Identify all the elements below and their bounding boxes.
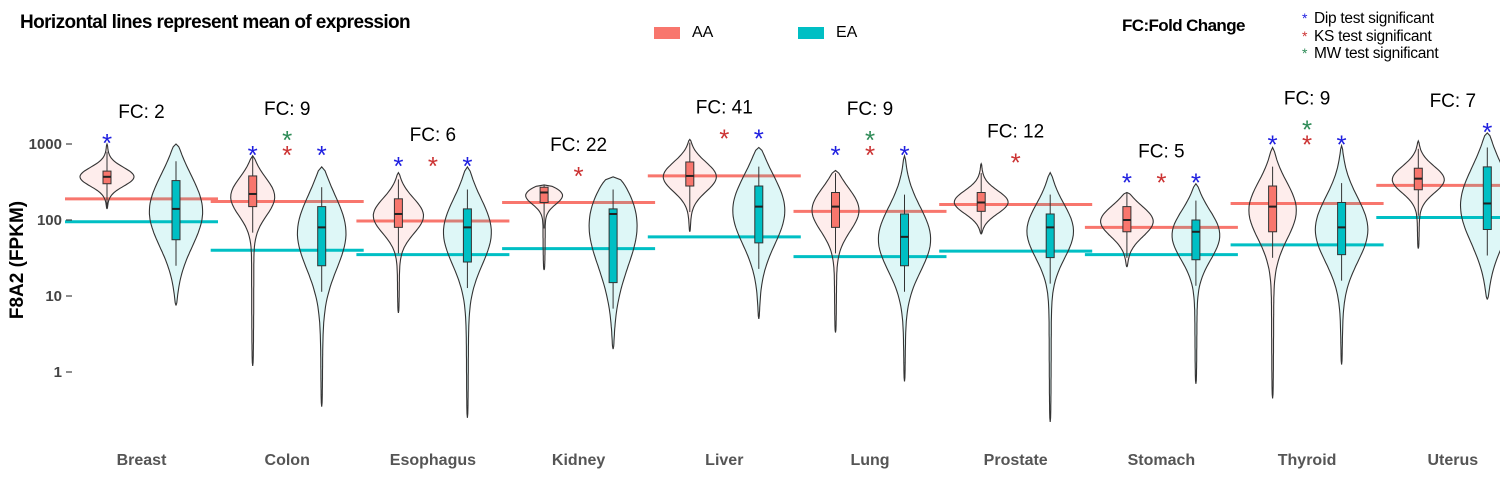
box-aa — [831, 192, 840, 228]
sig-legend-dip: * Dip test significant — [1302, 10, 1438, 28]
violin-aa — [1248, 146, 1297, 399]
y-tick-label: 1 — [54, 364, 62, 381]
significance-star-dip: * — [899, 140, 909, 170]
significance-star-dip: * — [393, 151, 403, 181]
sig-legend-mw-label: MW test significant — [1314, 45, 1439, 62]
asterisk-icon: * — [1302, 27, 1308, 44]
asterisk-icon: * — [1302, 45, 1308, 61]
significance-star-mw: * — [865, 125, 875, 155]
sig-legend-mw: * MW test significant — [1302, 45, 1439, 63]
significance-star-dip: * — [462, 151, 472, 181]
sig-legend-dip-label: Dip test significant — [1314, 10, 1434, 27]
category-label: Thyroid — [1278, 452, 1337, 469]
violin-ea — [1459, 132, 1500, 300]
y-axis-title: F8A2 (FPKM) — [7, 200, 28, 320]
box-aa — [1268, 185, 1278, 233]
significance-star-dip: * — [248, 140, 258, 170]
significance-star-dip: * — [1337, 130, 1347, 160]
legend-label-ea: EA — [836, 24, 858, 41]
significance-star-dip: * — [1122, 168, 1132, 198]
category-label: Kidney — [552, 452, 605, 469]
box-aa — [539, 186, 549, 203]
violin-ea — [1026, 171, 1075, 423]
fold-change-label: FC: 2 — [118, 102, 164, 123]
significance-star-ks: * — [282, 140, 292, 170]
asterisk-icon: * — [1302, 10, 1308, 26]
fold-change-label: FC: 41 — [696, 97, 753, 118]
legend-item-ea: EA — [798, 24, 857, 42]
y-tick-label: 100 — [37, 212, 62, 229]
significance-legend: * Dip test significant * KS test signifi… — [1302, 10, 1439, 63]
sig-legend-ks: * KS test significant — [1302, 28, 1438, 46]
category-label: Colon — [265, 452, 310, 469]
significance-star-ks: * — [865, 140, 875, 170]
category-label: Prostate — [984, 452, 1048, 469]
significance-star-dip: * — [102, 128, 112, 158]
legend-item-aa: AA — [654, 24, 713, 42]
box-ea — [1045, 213, 1055, 259]
fold-change-label: FC: 9 — [264, 99, 310, 120]
significance-star-ks: * — [1302, 130, 1312, 160]
significance-star-mw: * — [1302, 115, 1312, 145]
box-ea — [608, 208, 618, 284]
significance-star-ks: * — [428, 151, 438, 181]
significance-star-mw: * — [282, 125, 292, 155]
y-axis: 1 10 100 1000 — [29, 136, 72, 381]
y-tick-label: 1000 — [29, 136, 62, 153]
fold-change-note: FC:Fold Change — [1122, 16, 1245, 35]
violin-ea — [442, 165, 492, 418]
fold-change-label: FC: 12 — [987, 122, 1044, 143]
box-aa — [248, 175, 258, 208]
box-ea — [900, 213, 909, 267]
category-label: Breast — [117, 452, 167, 469]
box-ea — [1191, 219, 1201, 261]
significance-star-dip: * — [754, 123, 764, 153]
significance-star-dip: * — [1191, 168, 1201, 198]
legend-label-aa: AA — [692, 24, 714, 41]
category-label: Uterus — [1427, 452, 1478, 469]
significance-star-dip: * — [317, 140, 327, 170]
legend-swatch-ea — [798, 27, 824, 39]
significance-star-ks: * — [574, 161, 584, 191]
category-label: Liver — [705, 452, 743, 469]
box-ea — [754, 185, 764, 244]
box-ea — [317, 206, 327, 267]
box-aa — [685, 161, 695, 187]
legend-swatch-aa — [654, 27, 680, 39]
sig-legend-ks-label: KS test significant — [1314, 27, 1432, 45]
fold-change-label: FC: 9 — [1284, 89, 1330, 110]
fold-change-label: FC: 9 — [847, 99, 893, 120]
fold-change-label: FC: 22 — [550, 135, 607, 156]
significance-star-dip: * — [1268, 130, 1278, 160]
chart-title: Horizontal lines represent mean of expre… — [20, 12, 411, 33]
fold-change-label: FC: 6 — [410, 125, 456, 146]
box-ea — [1337, 201, 1347, 256]
box-ea — [462, 208, 472, 263]
significance-star-ks: * — [719, 123, 729, 153]
y-tick-label: 10 — [45, 288, 62, 305]
box-ea — [1482, 166, 1492, 230]
fold-change-label: FC: 7 — [1430, 91, 1476, 112]
category-label: Lung — [850, 452, 889, 469]
violin-aa — [230, 154, 276, 367]
significance-star-dip: * — [830, 140, 840, 170]
significance-star-ks: * — [1156, 168, 1166, 198]
fold-change-label: FC: 5 — [1138, 142, 1184, 163]
significance-star-ks: * — [1011, 148, 1021, 178]
box-ea — [171, 180, 181, 241]
category-label: Esophagus — [390, 452, 476, 469]
significance-star-dip: * — [1482, 117, 1492, 147]
boxes-layer — [102, 142, 1492, 309]
category-label: Stomach — [1128, 452, 1196, 469]
mean-lines-layer — [65, 174, 1500, 259]
